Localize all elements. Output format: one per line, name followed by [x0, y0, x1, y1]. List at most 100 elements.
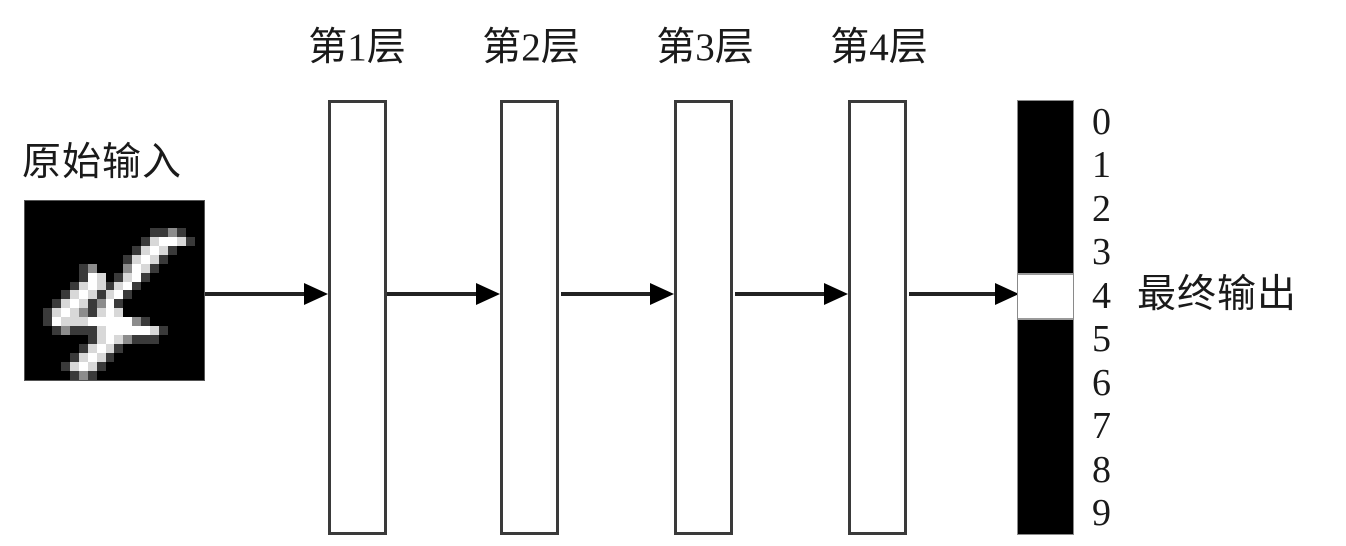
arrow-head: [824, 283, 848, 305]
mnist-pixel: [96, 344, 106, 354]
mnist-pixel: [186, 299, 196, 309]
mnist-pixel: [96, 290, 106, 300]
mnist-pixel: [186, 281, 196, 291]
mnist-pixel: [159, 362, 169, 372]
mnist-pixel: [186, 326, 196, 336]
mnist-pixel: [51, 308, 61, 318]
mnist-pixel: [60, 335, 70, 345]
mnist-pixel: [141, 308, 151, 318]
mnist-pixel: [42, 317, 52, 327]
layer-label-2: 第2层: [482, 26, 580, 69]
mnist-pixel: [132, 254, 142, 264]
mnist-pixel: [60, 326, 70, 336]
mnist-pixel: [78, 236, 88, 246]
arrow-shaft: [909, 292, 997, 296]
mnist-pixel: [177, 236, 187, 246]
mnist-pixel: [177, 272, 187, 282]
mnist-pixel: [168, 263, 178, 273]
mnist-pixel: [132, 236, 142, 246]
mnist-pixel: [186, 263, 196, 273]
mnist-pixel: [60, 290, 70, 300]
mnist-pixel: [177, 299, 187, 309]
mnist-pixel: [114, 281, 124, 291]
mnist-pixel: [25, 335, 34, 345]
mnist-pixel: [114, 218, 124, 228]
mnist-pixel: [186, 209, 196, 219]
mnist-pixel: [87, 236, 97, 246]
mnist-pixel: [25, 245, 34, 255]
mnist-pixel: [186, 290, 196, 300]
mnist-pixel: [141, 353, 151, 363]
output-cell-9: [1018, 491, 1073, 535]
mnist-pixel: [105, 201, 115, 210]
mnist-pixel: [195, 290, 204, 300]
mnist-pixel: [33, 326, 43, 336]
output-cell-6: [1018, 362, 1073, 406]
mnist-pixel: [96, 281, 106, 291]
mnist-pixel: [78, 254, 88, 264]
output-class-label-6: 6: [1092, 361, 1111, 404]
mnist-pixel: [141, 326, 151, 336]
mnist-pixel: [141, 362, 151, 372]
mnist-pixel: [42, 236, 52, 246]
mnist-pixel: [114, 335, 124, 345]
mnist-pixel: [195, 299, 204, 309]
mnist-pixel: [78, 362, 88, 372]
mnist-pixel: [87, 254, 97, 264]
mnist-pixel: [114, 272, 124, 282]
mnist-pixel: [33, 201, 43, 210]
mnist-pixel: [33, 263, 43, 273]
mnist-pixel: [87, 344, 97, 354]
mnist-pixel: [51, 227, 61, 237]
mnist-pixel: [141, 317, 151, 327]
output-cell-2: [1018, 186, 1073, 230]
mnist-pixel: [123, 371, 133, 380]
mnist-pixel: [87, 290, 97, 300]
mnist-pixel: [96, 299, 106, 309]
mnist-pixel: [87, 299, 97, 309]
mnist-pixel: [25, 317, 34, 327]
output-cell-5: [1018, 319, 1073, 363]
mnist-pixel: [132, 317, 142, 327]
mnist-pixel: [25, 362, 34, 372]
mnist-pixel: [42, 290, 52, 300]
mnist-pixel: [96, 218, 106, 228]
mnist-pixel: [25, 290, 34, 300]
mnist-pixel: [60, 272, 70, 282]
mnist-pixel: [141, 209, 151, 219]
output-cell-7: [1018, 405, 1073, 449]
mnist-pixel: [177, 263, 187, 273]
mnist-pixel: [25, 218, 34, 228]
mnist-pixel: [33, 308, 43, 318]
mnist-pixel: [42, 272, 52, 282]
mnist-pixel: [123, 227, 133, 237]
mnist-pixel: [105, 353, 115, 363]
mnist-pixel: [150, 227, 160, 237]
mnist-pixel: [150, 263, 160, 273]
mnist-pixel: [141, 227, 151, 237]
mnist-pixel: [123, 254, 133, 264]
mnist-pixel: [132, 218, 142, 228]
mnist-pixel: [60, 317, 70, 327]
mnist-pixel: [25, 263, 34, 273]
mnist-pixel: [69, 335, 79, 345]
mnist-pixel: [33, 236, 43, 246]
mnist-pixel: [177, 209, 187, 219]
mnist-pixel: [168, 201, 178, 210]
mnist-pixel: [96, 353, 106, 363]
mnist-pixel: [150, 335, 160, 345]
arrow-shaft: [561, 292, 652, 296]
mnist-pixel: [186, 353, 196, 363]
mnist-pixel: [42, 308, 52, 318]
mnist-pixel: [78, 227, 88, 237]
mnist-pixel: [96, 272, 106, 282]
mnist-pixel: [60, 299, 70, 309]
mnist-pixel: [123, 344, 133, 354]
mnist-pixel: [60, 263, 70, 273]
mnist-pixel: [25, 201, 34, 210]
mnist-pixel: [51, 344, 61, 354]
mnist-pixel: [114, 245, 124, 255]
mnist-pixel: [60, 236, 70, 246]
